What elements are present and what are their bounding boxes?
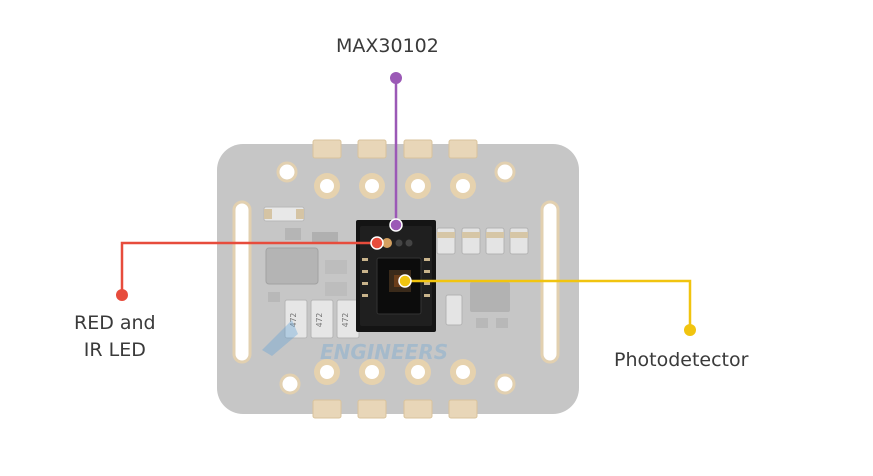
watermark-text: ENGINEERS (320, 340, 448, 364)
max30102-chip (356, 220, 436, 332)
photodetector-label: Photodetector (614, 347, 748, 374)
red-ir-led-label-line1: RED and (74, 310, 156, 337)
red-ir-led-label: RED and IR LED (74, 310, 156, 364)
max30102-label: MAX30102 (336, 33, 439, 60)
resistor-mark: 472 (341, 313, 350, 328)
resistor-mark: 472 (315, 313, 324, 328)
red-ir-led-label-line2: IR LED (74, 337, 156, 364)
